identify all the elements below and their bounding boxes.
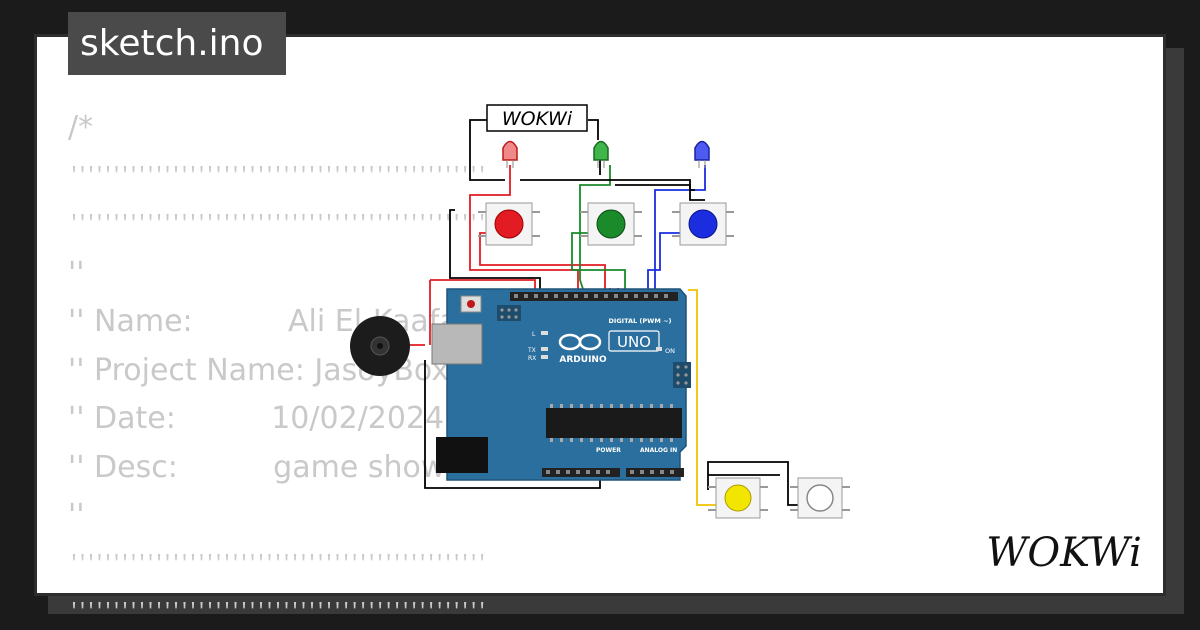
pushbutton-green[interactable] — [580, 202, 642, 246]
pushbutton-yellow[interactable] — [708, 477, 768, 519]
code-line: ''''''''''''''''''''''''''''''''''''''''… — [68, 164, 488, 188]
led-blue[interactable] — [694, 140, 710, 169]
pushbutton-white[interactable] — [790, 477, 850, 519]
rx-label: RX — [528, 355, 536, 362]
wokwi-logo-text: WOKWi — [986, 530, 1142, 576]
wokwi-sign: WOKWi — [486, 104, 588, 132]
buzzer[interactable] — [350, 316, 410, 376]
arduino-brand-label: ARDUINO — [559, 355, 607, 365]
code-line: '' '' — [68, 255, 85, 291]
code-line: ''''''''''''''''''''''''''''''''''''''''… — [68, 552, 488, 576]
arduino-logo-icon — [558, 333, 602, 351]
tx-label: TX — [527, 347, 536, 354]
arduino-uno[interactable]: DIGITAL (PWM ~) ARDUINO UNO ON L TX RX P… — [431, 288, 691, 481]
code-line: /* — [68, 110, 94, 145]
uno-label: UNO — [617, 333, 651, 351]
on-label: ON — [665, 347, 675, 355]
l-label: L — [532, 331, 536, 338]
code-line: ''''''''''''''''''''''''''''''''''''''''… — [68, 601, 488, 624]
power-label: POWER — [596, 447, 621, 454]
pushbutton-red[interactable] — [478, 202, 540, 246]
wokwi-sign-label: WOKWi — [502, 108, 573, 130]
code-line: '' '' — [68, 498, 85, 533]
digital-pwm-label: DIGITAL (PWM ~) — [609, 317, 672, 325]
led-green[interactable] — [593, 140, 609, 169]
wokwi-logo[interactable]: WOKWi — [978, 526, 1150, 578]
code-line: ''''''''''''''''''''''''''''''''''''''''… — [68, 213, 488, 236]
pushbutton-blue[interactable] — [672, 202, 734, 246]
code-line: '' Date: 10/02/2024 — [68, 401, 445, 436]
file-tab-sketch[interactable]: sketch.ino — [68, 12, 286, 75]
led-red[interactable] — [502, 140, 518, 169]
code-preview: /* '''''''''''''''''''''''''''''''''''''… — [68, 104, 488, 630]
analog-in-label: ANALOG IN — [640, 447, 677, 454]
